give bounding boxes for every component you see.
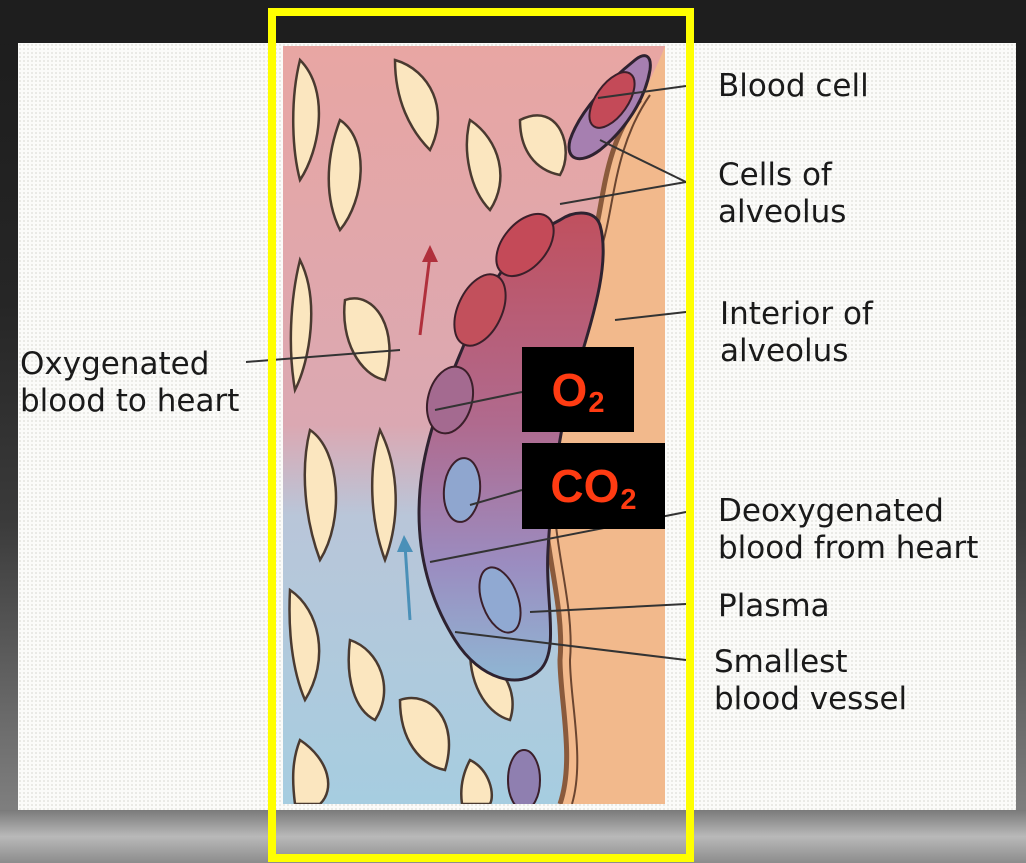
label-blood-cell: Blood cell [718,68,869,105]
label-oxygenated-blood: Oxygenated blood to heart [20,346,239,420]
label-deoxygenated-blood: Deoxygenated blood from heart [718,493,978,567]
label-interior-of-alveolus: Interior of alveolus [720,296,873,370]
label-cells-of-alveolus: Cells of alveolus [718,157,846,231]
label-plasma: Plasma [718,588,830,625]
highlight-frame [268,8,694,862]
label-smallest-blood-vessel: Smallest blood vessel [714,644,907,718]
